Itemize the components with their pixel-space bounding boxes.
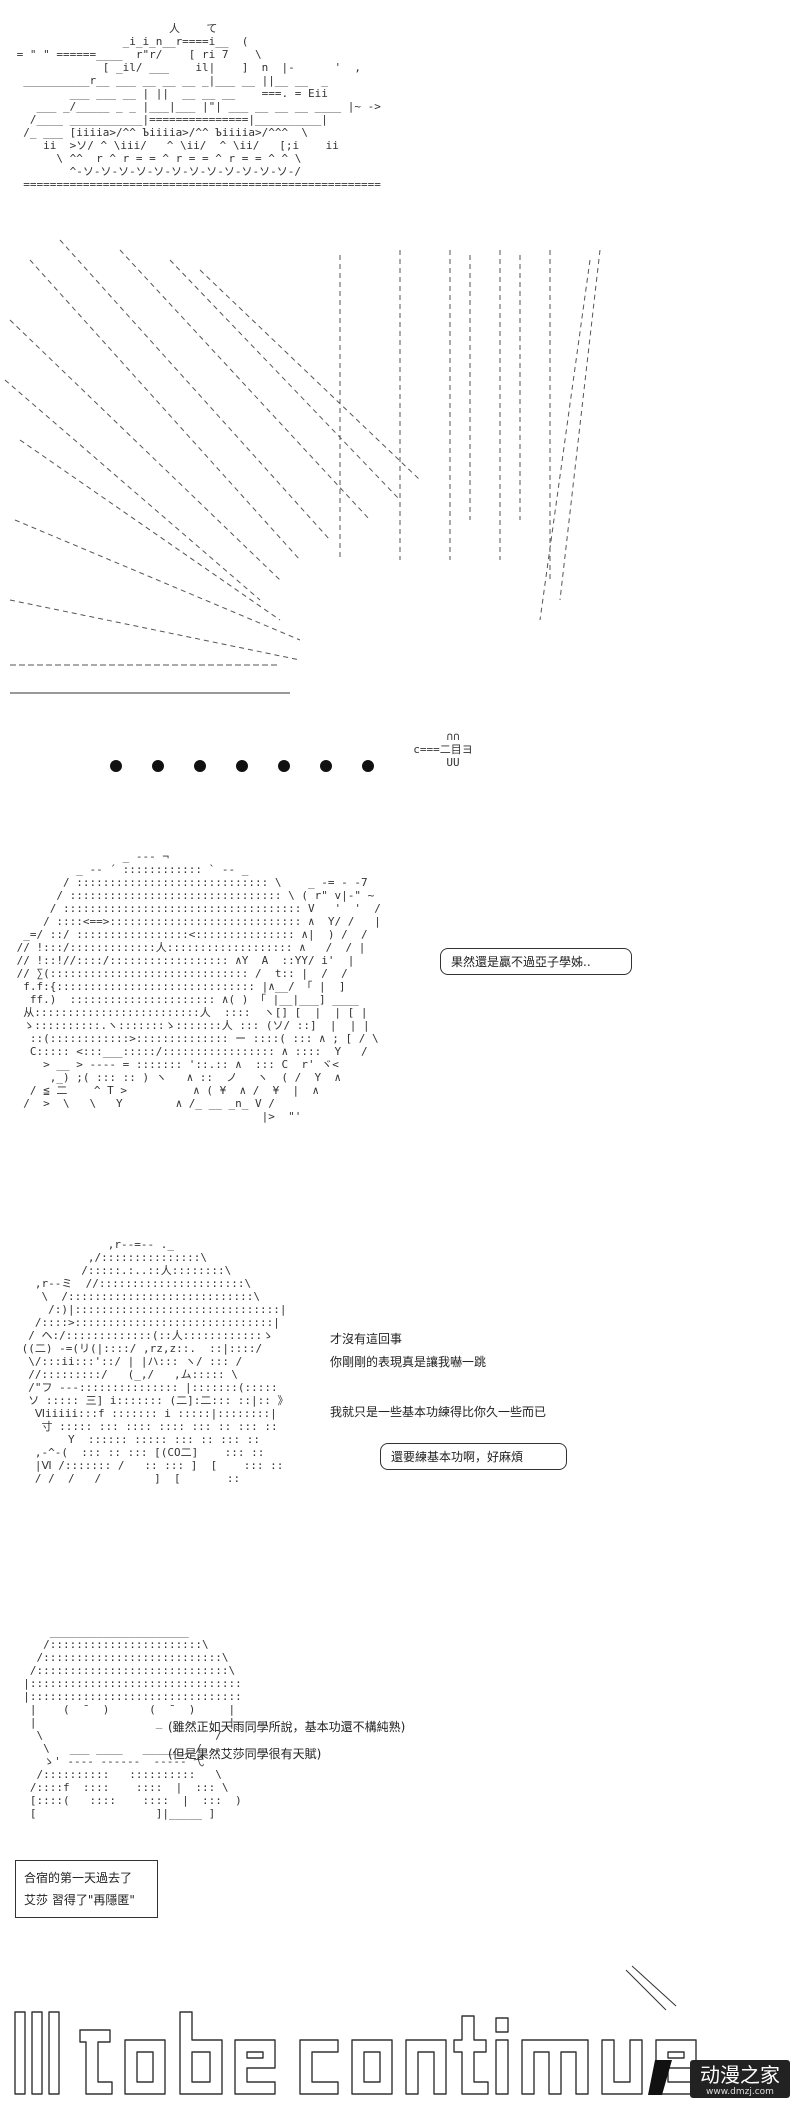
narration-line: 艾莎 習得了"再隱匿" (24, 1893, 135, 1907)
logo-url: www.dmzj.com (706, 2087, 774, 2097)
character-scene-ascii-art: _ --- ¬ _ -- ´ :::::::::::: ` -- _ / :::… (16, 850, 381, 1123)
ellipsis-dot (110, 760, 122, 772)
ellipsis-dot (152, 760, 164, 772)
two-characters-ascii-art: ,r--=-- ._ ,/:::::::::::::::\ /:::::.:..… (21, 1238, 289, 1485)
dialogue-line: 你剛剛的表現真是讓我嚇一跳 (330, 1355, 487, 1369)
ellipsis-dot (236, 760, 248, 772)
speech-text: 還要練基本功啊，好麻煩 (391, 1450, 524, 1464)
logo-text: 动漫之家 (700, 2063, 780, 2087)
narration-box: 合宿的第一天過去了 艾莎 習得了"再隱匿" (15, 1860, 158, 1918)
speech-bubble: 還要練基本功啊，好麻煩 (380, 1443, 567, 1470)
thought-line: (雖然正如天雨同學所說，基本功還不構純熟) (168, 1720, 406, 1734)
cannon-ascii-art: ∩∩ c===二目ヨ UU (413, 730, 473, 769)
dialogue-line: 我就只是一些基本功練得比你久一些而已 (330, 1405, 547, 1419)
dialogue-line: 才沒有這回事 (330, 1332, 403, 1346)
ellipsis-dot (278, 760, 290, 772)
speech-bubble: 果然還是贏不過亞子學姊.. (440, 948, 632, 975)
tank-ascii-art: 人 て _i_i_n__r====i__ ( = " " ======____ … (16, 22, 381, 191)
site-logo: 动漫之家 www.dmzj.com (690, 2060, 790, 2098)
ellipsis-dot (320, 760, 332, 772)
narration-line: 合宿的第一天過去了 (24, 1871, 133, 1885)
hat-character-ascii-art: _____________________ /:::::::::::::::::… (23, 1625, 240, 1820)
speech-text: 果然還是贏不過亞子學姊.. (451, 955, 591, 969)
ellipsis-dot (362, 760, 374, 772)
explosion-lines-art (4, 239, 601, 694)
thought-line: (但是果然艾莎同學很有天賦) (168, 1747, 322, 1761)
ellipsis-dot (194, 760, 206, 772)
